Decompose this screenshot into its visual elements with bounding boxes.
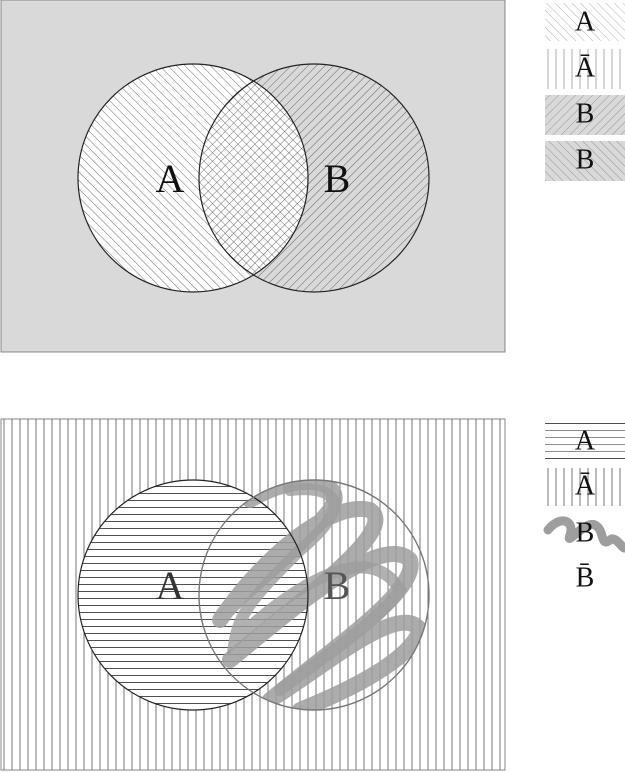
legend-item-a: A (545, 3, 625, 41)
svg-text:Ā: Ā (575, 52, 596, 83)
legend-item-a-complement: Ā (545, 468, 625, 506)
set-b-label: B (324, 563, 351, 608)
svg-text:A: A (575, 425, 596, 456)
svg-text:Ā: Ā (575, 470, 596, 501)
set-a-label: A (156, 156, 185, 201)
legend-item-b-alt: B (545, 141, 625, 181)
legend-item-b-complement: B̄ (576, 562, 595, 593)
svg-text:B̄: B̄ (576, 562, 595, 593)
svg-text:A: A (575, 6, 596, 37)
legend-item-a: A (545, 422, 625, 460)
bottom-legend: A Ā B B̄ (543, 422, 625, 593)
set-b-label: B (324, 156, 351, 201)
legend-item-a-complement: Ā (545, 49, 625, 89)
set-a-label: A (156, 563, 185, 608)
set-b-scribble (212, 480, 428, 710)
bottom-venn-diagram: A B (0, 418, 506, 771)
legend-item-b: B (543, 516, 625, 553)
svg-text:B: B (576, 144, 595, 175)
top-venn-diagram: A B (0, 0, 506, 353)
legend-item-b: B (545, 95, 625, 135)
set-b-circle (198, 479, 430, 711)
svg-text:B: B (576, 517, 595, 548)
top-legend: A Ā B B (545, 3, 625, 181)
svg-text:B: B (576, 98, 595, 129)
